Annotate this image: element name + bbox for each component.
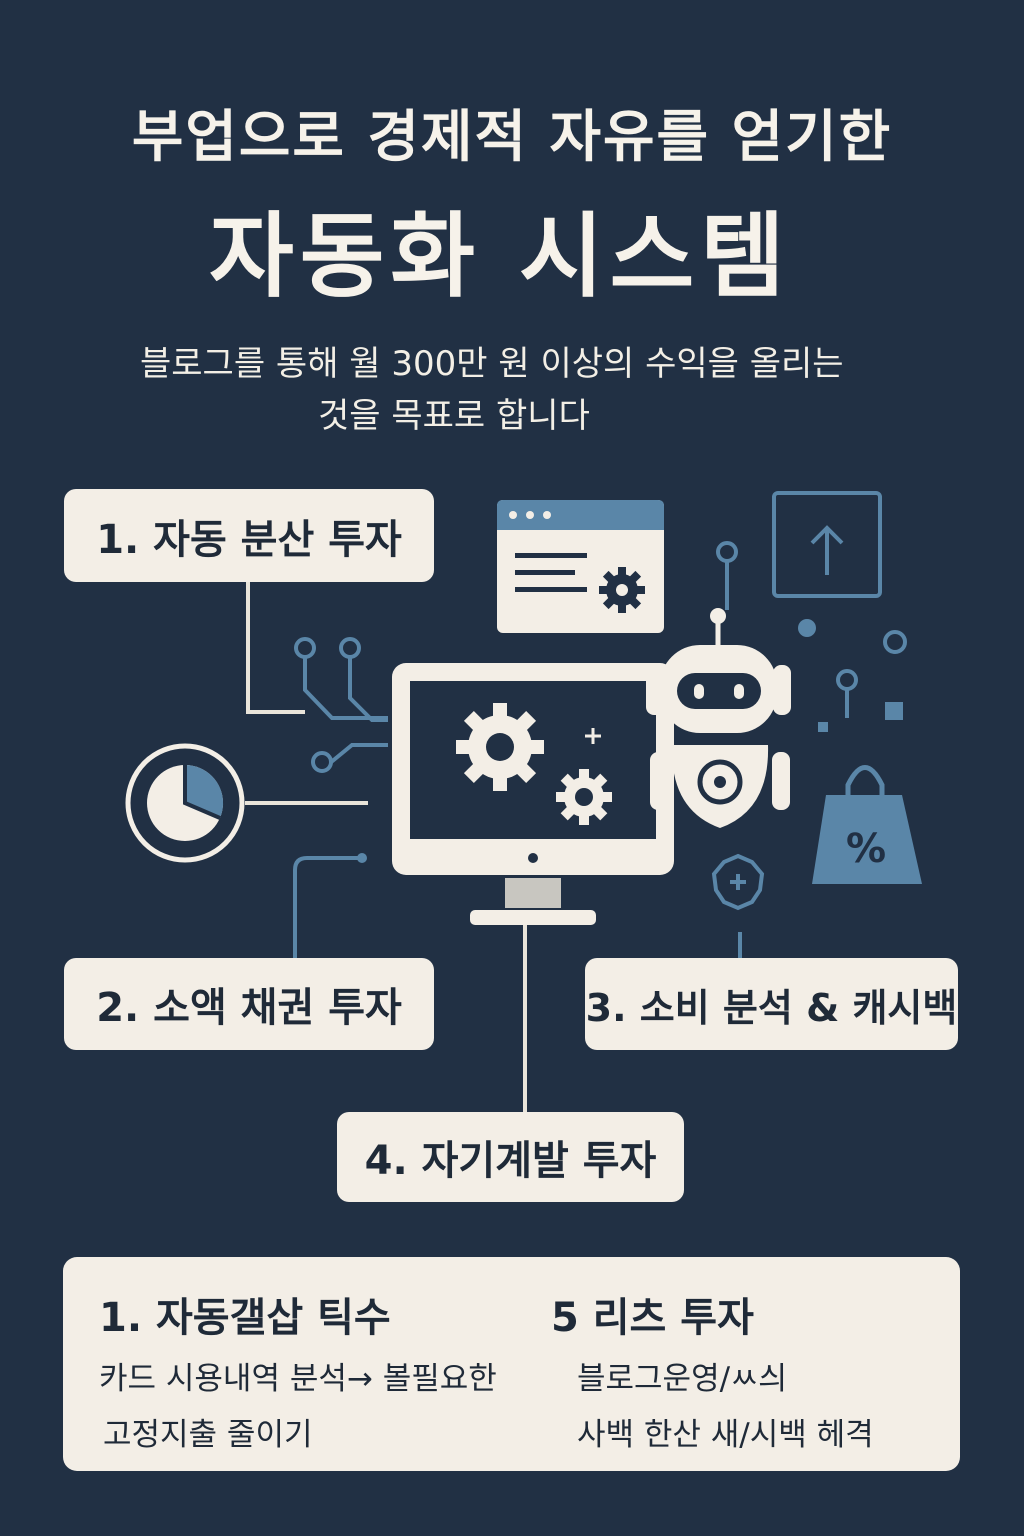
page-title-line1: 부업으로 경제적 자유를 얻기한 xyxy=(131,105,893,170)
connector-line-card1 xyxy=(246,582,305,714)
tips-left-heading: 1. 자동갤삽 틱수 xyxy=(99,1295,391,1341)
card-auto-diversified-investment: 1. 자동 분산 투자 xyxy=(64,489,434,582)
circuit-trace-2 xyxy=(328,743,388,765)
tips-left-line1: 카드 시용내역 분석→ 볼필요한 xyxy=(99,1361,497,1397)
circuit-trace-3 xyxy=(293,856,358,958)
card-self-development-investment: 4. 자기계발 투자 xyxy=(337,1112,684,1202)
robot-icon xyxy=(646,608,791,828)
tips-left-line2: 고정지출 줄이기 xyxy=(103,1417,313,1453)
tips-right-line1: 블로그운영/ㅆ싀 xyxy=(577,1361,788,1397)
shopping-bag-percent-icon: % xyxy=(812,765,922,884)
tips-right-line2: 사백 한산 새/시백 헤격 xyxy=(577,1417,874,1453)
arrow-up-box-icon xyxy=(772,491,882,598)
circuit-trace-1 xyxy=(303,655,388,720)
plus-badge-icon xyxy=(711,853,765,911)
subtitle-line1: 블로그를 통해 월 300만 원 이상의 수익을 올리는 xyxy=(140,344,844,384)
subtitle: 블로그를 통해 월 300만 원 이상의 수익을 올리는 것을 목표로 합니다 xyxy=(140,338,940,442)
computer-monitor-gears-icon xyxy=(392,663,674,925)
tips-right-heading: 5 리츠 투자 xyxy=(551,1295,754,1341)
browser-window-gear-icon xyxy=(497,500,664,633)
subtitle-line2: 것을 목표로 합니다 xyxy=(318,396,590,436)
pie-chart-icon xyxy=(125,743,245,863)
svg-text:%: % xyxy=(846,826,886,872)
card-small-bond-investment: 2. 소액 채권 투자 xyxy=(64,958,434,1050)
tips-panel: 1. 자동갤삽 틱수 5 리츠 투자 카드 시용내역 분석→ 볼필요한 고정지출… xyxy=(63,1257,960,1471)
page-title-line2: 자동화 시스템 xyxy=(209,203,791,310)
card-spending-analysis-cashback: 3. 소비 분석 & 캐시백 xyxy=(585,958,958,1050)
